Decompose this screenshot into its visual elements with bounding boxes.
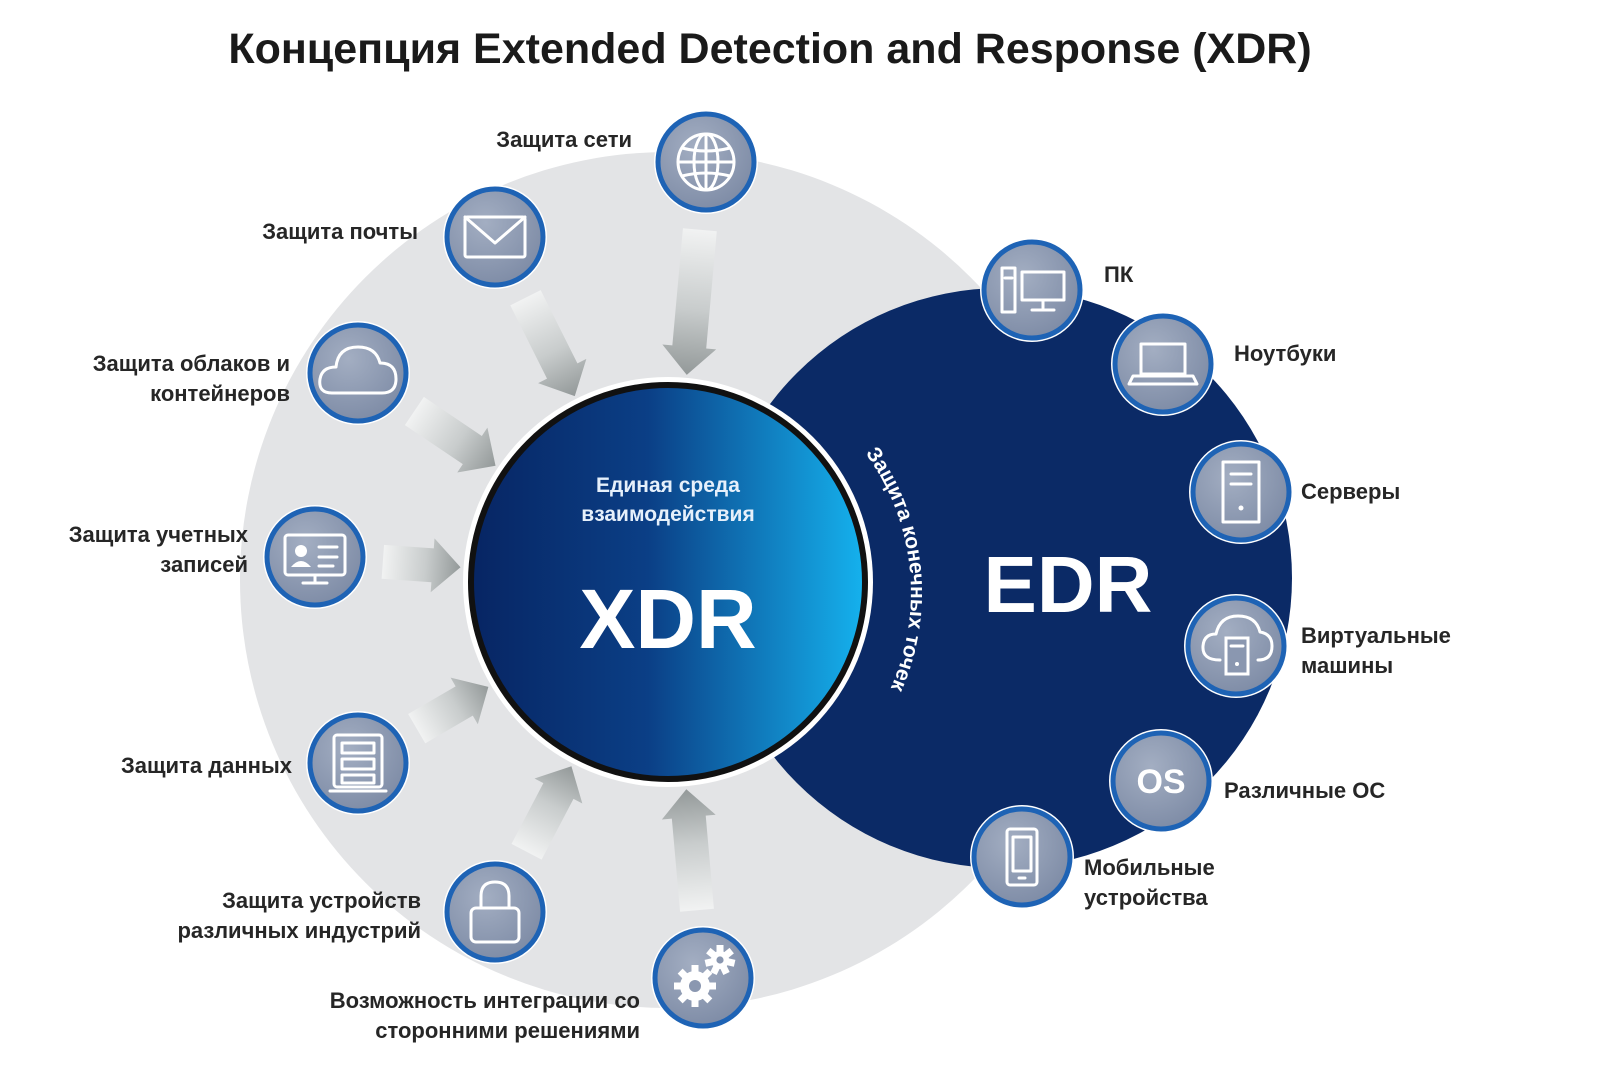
edr-circle (712, 288, 1292, 868)
badge-circle (264, 506, 366, 608)
arrow-7 (661, 789, 716, 912)
icon-badges: OS (263, 110, 1293, 1030)
xdr-capability-label-line: Защита учетных (69, 522, 249, 547)
arrow-shape (510, 290, 587, 397)
edr-endpoint-label-line: машины (1301, 653, 1393, 678)
arrow-4 (381, 538, 461, 593)
desktop-icon (980, 238, 1084, 342)
envelope-icon (443, 185, 547, 289)
xdr-capability-label-7: Возможность интеграции со сторонними реше… (330, 988, 640, 1043)
mobile-icon (970, 805, 1074, 909)
capability-arrows (381, 228, 717, 912)
xdr-capability-label-line: Защита почты (262, 219, 418, 244)
arrow-shape (662, 228, 717, 375)
edr-endpoint-label-line: устройства (1084, 885, 1208, 910)
edr-label: EDR (984, 540, 1153, 629)
xdr-capability-label-line: Защита облаков и (93, 351, 290, 376)
diagram-title: Концепция Extended Detection and Respons… (228, 25, 1311, 73)
xdr-capability-label-1: Защита сети (496, 127, 632, 152)
xdr-capability-label-3: Защита облаков и контейнеров (93, 351, 290, 406)
xdr-capability-label-4: Защита учетных записей (69, 522, 249, 577)
gears-icon (651, 926, 755, 1030)
xdr-capability-label-line: различных индустрий (177, 918, 421, 943)
lock-icon (443, 860, 547, 964)
xdr-capability-label-line: Защита сети (496, 127, 632, 152)
badge-circle (444, 186, 546, 288)
edr-endpoint-label-6: Мобильные устройства (1084, 855, 1215, 910)
xdr-capability-label-6: Защита устройств различных индустрий (177, 888, 421, 943)
badge-circle (1190, 441, 1292, 543)
arrow-shape (661, 789, 716, 912)
arrow-5 (408, 677, 489, 744)
edr-endpoint-label-line: Различные ОС (1224, 778, 1385, 803)
arrow-3 (404, 396, 496, 473)
badge-circle (444, 861, 546, 963)
arrow-shape (381, 538, 461, 593)
os-icon-text: OS (1136, 763, 1185, 801)
edr-endpoint-label-5: Различные ОС (1224, 778, 1385, 803)
edr-endpoint-label-line: ПК (1104, 262, 1134, 287)
edr-endpoint-label-line: Мобильные (1084, 855, 1215, 880)
arrow-shape (511, 766, 583, 860)
badge-circle (971, 806, 1073, 908)
edr-endpoint-label-2: Ноутбуки (1234, 341, 1336, 366)
xdr-hub (468, 382, 868, 782)
badge-circle (981, 239, 1083, 341)
xdr-capability-label-line: сторонними решениями (375, 1018, 640, 1043)
badge-circle (307, 322, 409, 424)
xdr-capability-label-line: Защита устройств (222, 888, 421, 913)
hub-label: XDR (579, 572, 756, 666)
xdr-capability-label-line: Защита данных (121, 753, 293, 778)
xdr-capability-label-line: Возможность интеграции со (330, 988, 640, 1013)
arrow-1 (662, 228, 717, 375)
arrow-6 (511, 766, 583, 860)
os-icon: OS (1109, 729, 1213, 833)
edr-endpoint-label-4: Виртуальные машины (1301, 623, 1451, 678)
globe-icon (654, 110, 758, 214)
cloud-icon (306, 321, 410, 425)
edr-endpoint-label-line: Виртуальные (1301, 623, 1451, 648)
edr-endpoint-label-line: Ноутбуки (1234, 341, 1336, 366)
edr-endpoint-label-3: Серверы (1301, 479, 1400, 504)
xdr-capability-label-line: контейнеров (150, 381, 290, 406)
hub-subtitle-line2: взаимодействия (581, 503, 754, 526)
hub-subtitle-line1: Единая среда (596, 474, 740, 497)
id-card-icon (263, 505, 367, 609)
server-rack-icon (306, 711, 410, 815)
xdr-capability-label-2: Защита почты (262, 219, 418, 244)
xdr-capability-label-5: Защита данных (121, 753, 293, 778)
badge-circle (1110, 730, 1212, 832)
xdr-capability-label-line: записей (160, 552, 248, 577)
badge-circle (307, 712, 409, 814)
edr-endpoint-label-line: Серверы (1301, 479, 1400, 504)
cloud-server-icon (1184, 594, 1288, 698)
badge-circle (1112, 313, 1214, 415)
laptop-icon (1111, 312, 1215, 416)
server-icon (1189, 440, 1293, 544)
arrow-shape (408, 677, 489, 744)
arrow-shape (404, 396, 496, 473)
arrow-2 (510, 290, 587, 397)
edr-endpoint-label-1: ПК (1104, 262, 1134, 287)
